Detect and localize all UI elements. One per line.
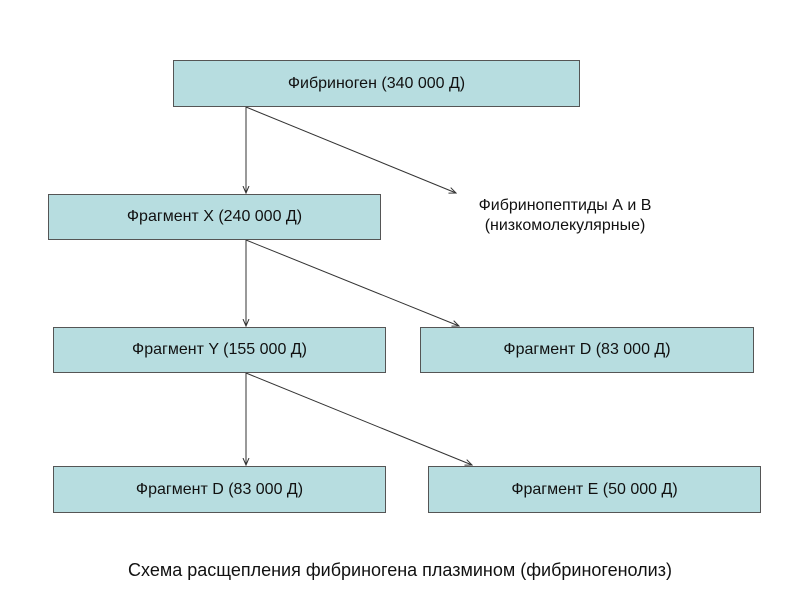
fibrinopeptides-label: Фибринопептиды А и В (низкомолекулярные) bbox=[440, 196, 690, 236]
fragment-y-label: Фрагмент Y (155 000 Д) bbox=[132, 341, 307, 358]
fragment-x-label: Фрагмент X (240 000 Д) bbox=[126, 208, 303, 225]
arrow-fragment-x-to-fragment-d bbox=[245, 239, 459, 326]
fragment-e-label: Фрагмент Е (50 000 Д) bbox=[511, 480, 678, 498]
fragment-x-box: Фрагмент X (240 000 Д) bbox=[48, 194, 381, 240]
fragment-d-box-upper: Фрагмент D (83 000 Д) bbox=[420, 327, 754, 373]
fragment-e-box: Фрагмент Е (50 000 Д) bbox=[428, 466, 761, 513]
fragment-d-label-lower: Фрагмент D (83 000 Д) bbox=[135, 480, 304, 498]
fragment-d-label-upper: Фрагмент D (83 000 Д) bbox=[503, 341, 671, 358]
fibrinopeptides-line-1: Фибринопептиды А и В bbox=[478, 197, 652, 214]
fibrinogen-box: Фибриноген (340 000 Д) bbox=[173, 60, 580, 107]
diagram-caption: Схема расщепления фибриногена плазмином … bbox=[128, 560, 672, 580]
arrow-fibrinogen-to-fibrinopeptides bbox=[245, 106, 456, 193]
fragment-d-box-lower: Фрагмент D (83 000 Д) bbox=[53, 466, 386, 513]
fibrinopeptides-line-2: (низкомолекулярные) bbox=[484, 217, 646, 234]
arrow-fragment-y-to-fragment-e bbox=[245, 372, 472, 465]
fibrinogen-label: Фибриноген (340 000 Д) bbox=[287, 74, 466, 92]
fragment-y-box: Фрагмент Y (155 000 Д) bbox=[53, 327, 386, 373]
